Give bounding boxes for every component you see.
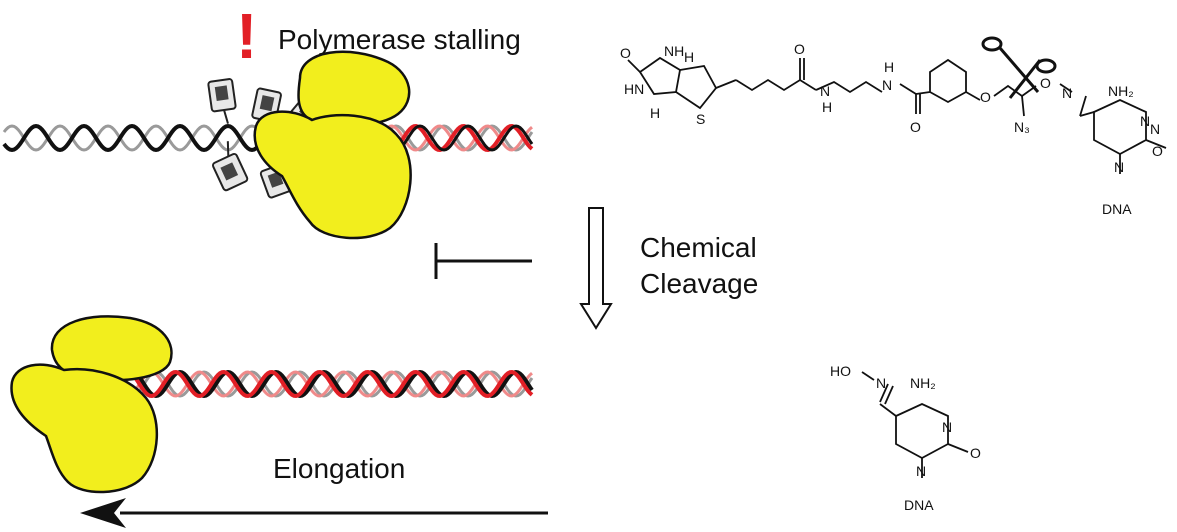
polymerase-top xyxy=(253,50,412,240)
atom-label: H xyxy=(822,99,832,115)
down-arrow-icon xyxy=(579,207,613,330)
atom-label: O xyxy=(1152,143,1163,159)
atom-label: H xyxy=(650,105,660,121)
atom-label: O xyxy=(620,45,631,61)
elongation-label: Elongation xyxy=(273,453,406,484)
atom-label: N xyxy=(876,375,886,391)
atom-label: O xyxy=(910,119,921,135)
inhibition-arrow-icon xyxy=(434,243,532,279)
atom-label: HO xyxy=(830,363,851,379)
atom-label: N xyxy=(1150,121,1160,137)
atom-label: N xyxy=(1062,85,1072,101)
atom-label: H xyxy=(684,49,694,65)
atom-label: O xyxy=(980,89,991,105)
atom-label: N xyxy=(942,419,952,435)
atom-label: H xyxy=(884,59,894,75)
atom-label: O xyxy=(970,445,981,461)
atom-label: O xyxy=(1040,75,1051,91)
atom-label: N xyxy=(1140,113,1150,129)
oxime-cytosine-structure xyxy=(861,371,969,478)
atom-label: NH₂ xyxy=(1108,83,1134,99)
biotin-linker-structure xyxy=(627,56,1167,174)
stall-exclamation: ! xyxy=(236,0,258,72)
atom-label: N xyxy=(882,77,892,93)
cleavage-label-line1: Chemical xyxy=(640,232,757,263)
cleavage-label-line2: Cleavage xyxy=(640,268,759,299)
atom-label: S xyxy=(696,111,705,127)
atom-label: NH₂ xyxy=(910,375,936,391)
atom-label: N xyxy=(820,83,830,99)
polymerase-bottom xyxy=(10,315,173,494)
left-arrow-icon xyxy=(80,498,548,528)
atom-label: N xyxy=(916,463,926,479)
atom-label: DNA xyxy=(904,497,934,513)
atom-label: O xyxy=(794,41,805,57)
dna-strand xyxy=(2,123,292,153)
scissors-icon xyxy=(981,36,1057,99)
atom-label: DNA xyxy=(1102,201,1132,217)
atom-label: NH xyxy=(664,43,684,59)
atom-label: N xyxy=(1114,159,1124,175)
atom-label: N₃ xyxy=(1014,119,1030,135)
stalling-label: Polymerase stalling xyxy=(278,24,521,55)
atom-label: HN xyxy=(624,81,644,97)
